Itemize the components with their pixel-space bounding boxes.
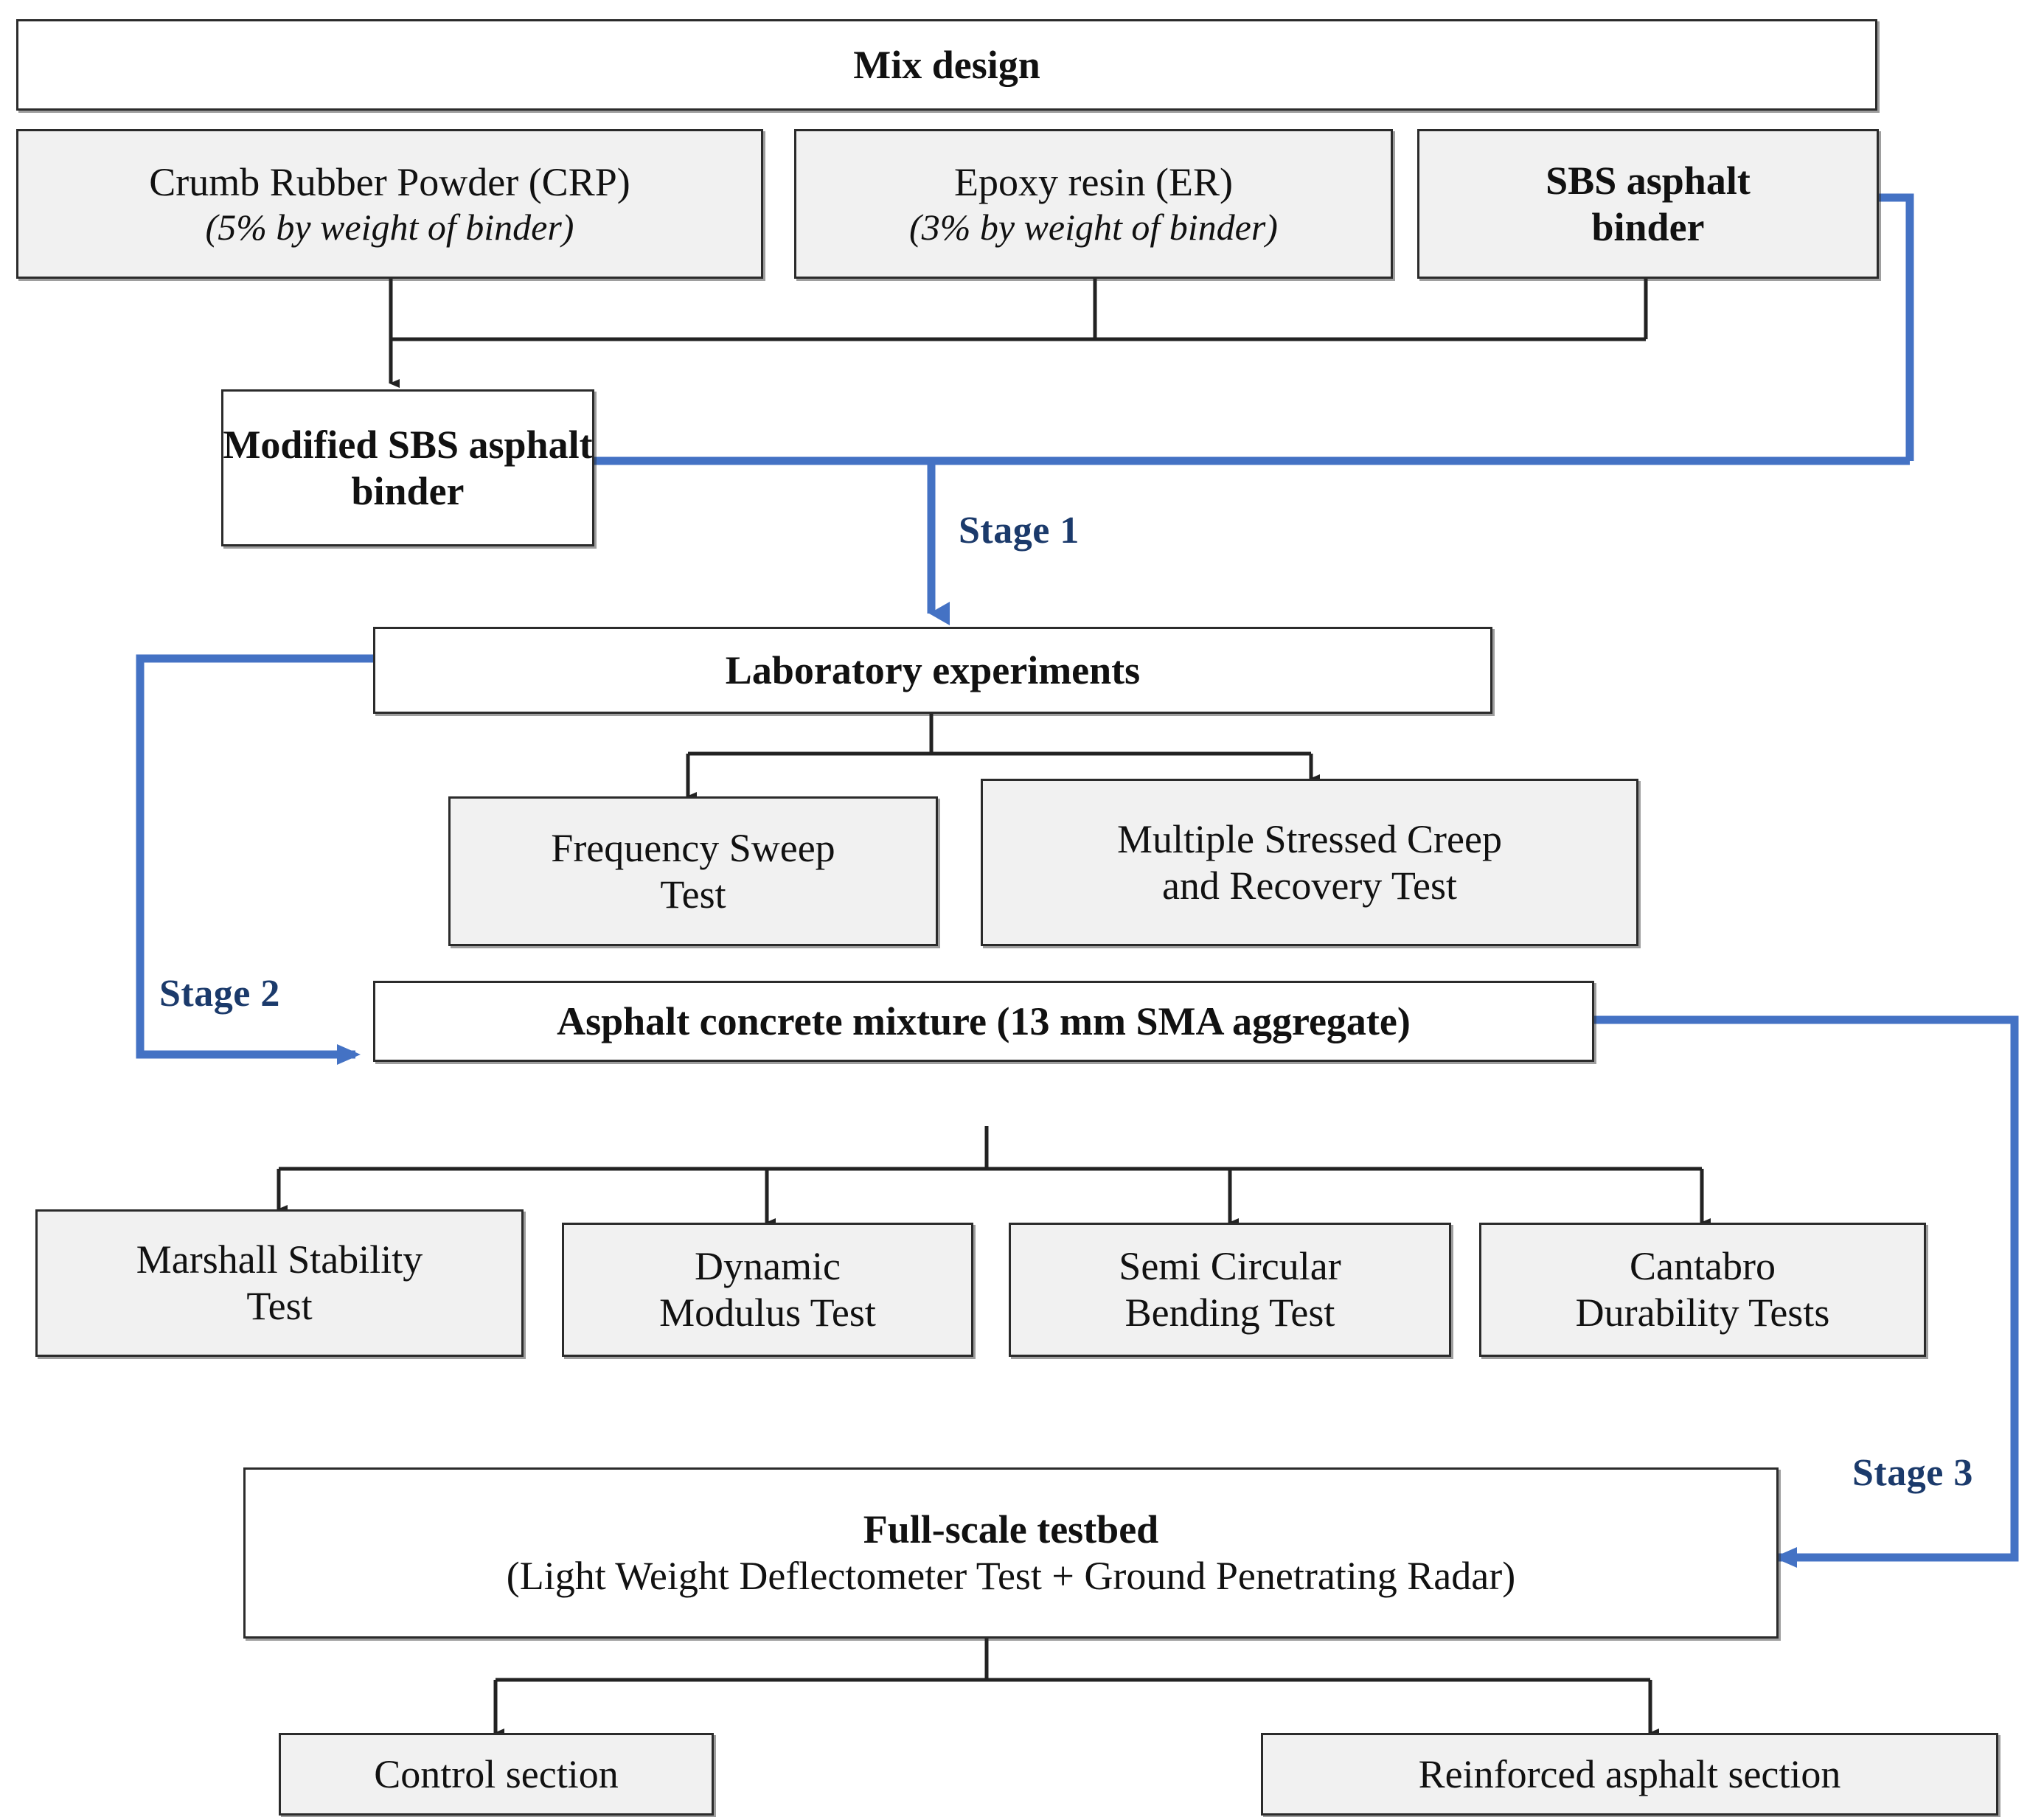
node-semi-circular-bending-test[interactable]: Semi Circular Bending Test [1009, 1223, 1451, 1357]
node-crumb-rubber-powder-line1: Crumb Rubber Powder (CRP) [149, 160, 630, 205]
node-semi-circular-bending-test-line1: Semi Circular [1119, 1244, 1341, 1289]
node-marshall-stability-test-line1: Marshall Stability [136, 1237, 423, 1282]
node-full-scale-testbed[interactable]: Full-scale testbed (Light Weight Deflect… [243, 1467, 1779, 1639]
stage1-wire [594, 456, 1910, 625]
node-semi-circular-bending-test-line2: Bending Test [1124, 1290, 1335, 1335]
node-epoxy-resin-line1: Epoxy resin (ER) [954, 160, 1233, 205]
stage-2-label: Stage 2 [159, 973, 280, 1015]
node-modified-sbs-binder-line2: binder [351, 468, 465, 513]
node-cantabro-durability-tests-line2: Durability Tests [1575, 1290, 1830, 1335]
node-asphalt-concrete-mixture[interactable]: Asphalt concrete mixture (13 mm SMA aggr… [373, 981, 1594, 1062]
node-mscr-test-line2: and Recovery Test [1161, 863, 1458, 908]
node-control-section-line1: Control section [374, 1751, 619, 1796]
testbed-branch-group [493, 1639, 1659, 1737]
node-frequency-sweep-test[interactable]: Frequency Sweep Test [448, 796, 938, 946]
node-modified-sbs-binder[interactable]: Modified SBS asphalt binder [221, 389, 594, 546]
node-cantabro-durability-tests[interactable]: Cantabro Durability Tests [1479, 1223, 1926, 1357]
node-reinforced-asphalt-section-line1: Reinforced asphalt section [1418, 1751, 1841, 1796]
sbs-bypass-wire [1879, 193, 1914, 461]
node-mix-design[interactable]: Mix design [16, 19, 1877, 111]
sbs-bypass-path [1879, 193, 1914, 461]
merge-connector-group [389, 279, 1648, 388]
node-full-scale-testbed-line1: Full-scale testbed [863, 1507, 1159, 1552]
node-marshall-stability-test-line2: Test [246, 1284, 313, 1328]
node-control-section[interactable]: Control section [279, 1733, 714, 1816]
node-marshall-stability-test[interactable]: Marshall Stability Test [35, 1209, 524, 1357]
node-reinforced-asphalt-section[interactable]: Reinforced asphalt section [1261, 1733, 1998, 1816]
node-laboratory-experiments-line1: Laboratory experiments [725, 647, 1141, 692]
node-dynamic-modulus-test-line2: Modulus Test [659, 1290, 876, 1335]
stage-3-label: Stage 3 [1852, 1452, 1973, 1494]
node-frequency-sweep-test-line2: Test [660, 872, 726, 917]
node-mscr-test-line1: Multiple Stressed Creep [1117, 816, 1502, 861]
node-modified-sbs-binder-line1: Modified SBS asphalt [223, 422, 593, 467]
node-mscr-test[interactable]: Multiple Stressed Creep and Recovery Tes… [981, 779, 1638, 946]
node-sbs-asphalt-binder[interactable]: SBS asphalt binder [1417, 129, 1879, 279]
node-sbs-asphalt-binder-line1: SBS asphalt [1546, 158, 1751, 203]
node-mix-design-line1: Mix design [853, 42, 1040, 87]
node-laboratory-experiments[interactable]: Laboratory experiments [373, 627, 1492, 714]
node-epoxy-resin-line2: (3% by weight of binder) [909, 206, 1278, 248]
node-crumb-rubber-powder-line2: (5% by weight of binder) [205, 206, 574, 248]
node-frequency-sweep-test-line1: Frequency Sweep [551, 825, 835, 870]
mixture-branch-group [277, 1126, 1711, 1227]
node-sbs-asphalt-binder-line2: binder [1591, 204, 1705, 249]
stage-1-label: Stage 1 [959, 510, 1080, 552]
node-dynamic-modulus-test[interactable]: Dynamic Modulus Test [562, 1223, 973, 1357]
node-asphalt-concrete-mixture-line1: Asphalt concrete mixture (13 mm SMA aggr… [557, 998, 1411, 1043]
node-full-scale-testbed-line2: (Light Weight Deflectometer Test + Groun… [506, 1554, 1516, 1598]
node-dynamic-modulus-test-line1: Dynamic [695, 1244, 841, 1289]
node-epoxy-resin[interactable]: Epoxy resin (ER) (3% by weight of binder… [794, 129, 1393, 279]
node-crumb-rubber-powder[interactable]: Crumb Rubber Powder (CRP) (5% by weight … [16, 129, 763, 279]
node-cantabro-durability-tests-line1: Cantabro [1630, 1244, 1776, 1289]
